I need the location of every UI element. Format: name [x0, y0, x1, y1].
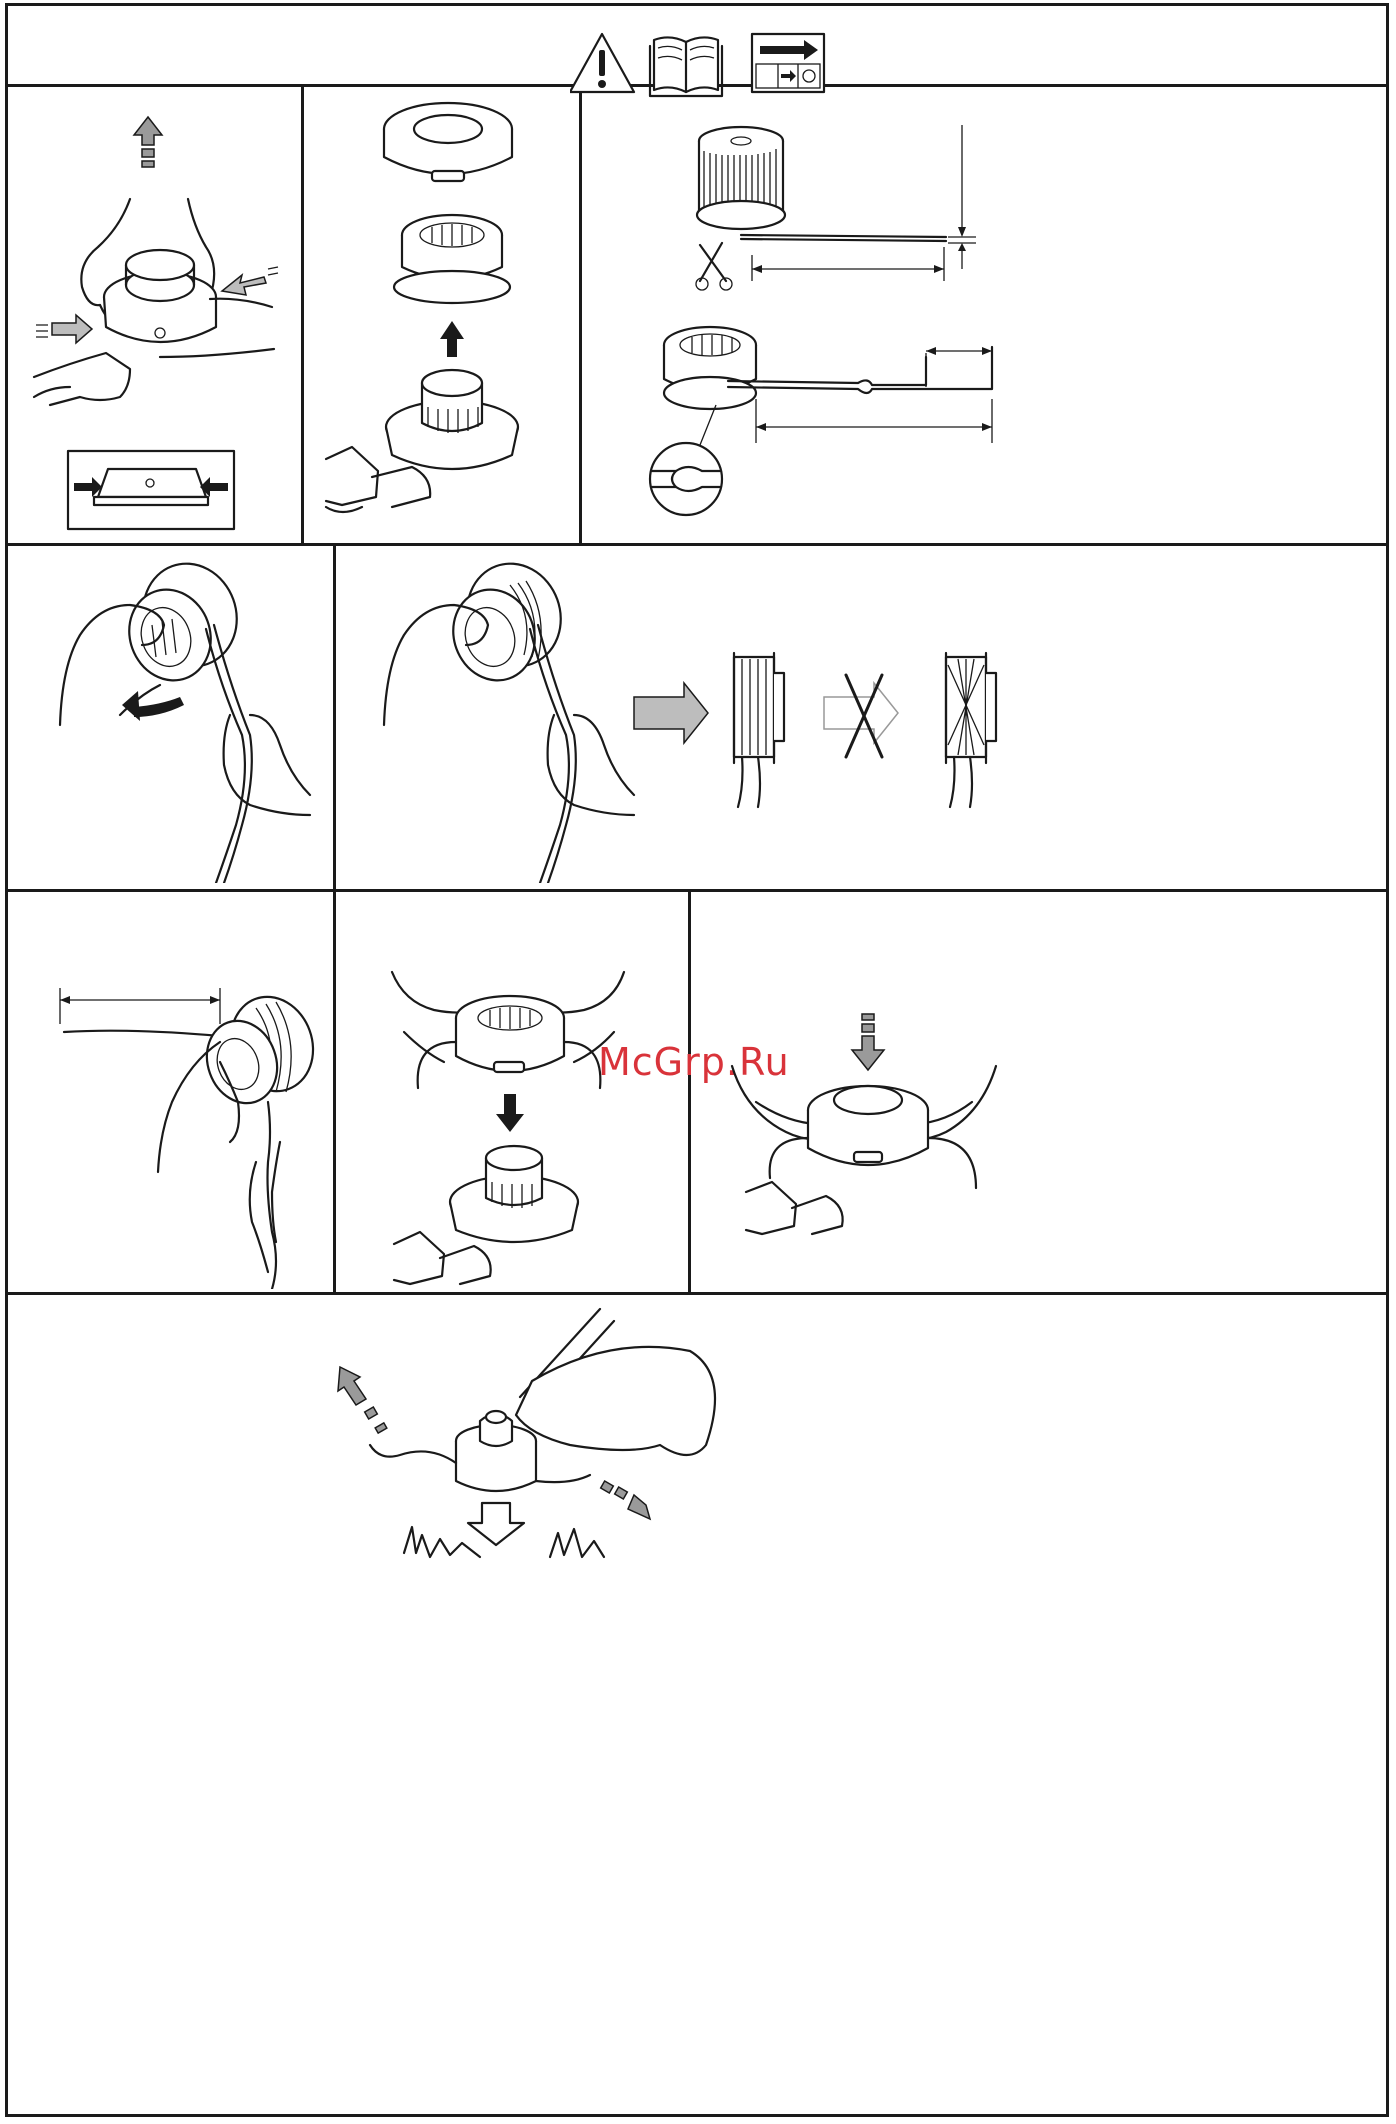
down-arrow-icon — [852, 1014, 884, 1070]
trimmer-head-icon — [386, 370, 518, 469]
spool-icon — [456, 996, 564, 1072]
up-arrow-icon — [440, 321, 464, 357]
dimension-icon — [60, 988, 220, 1024]
correct-arrow-icon — [634, 683, 708, 743]
trimmer-head-icon — [104, 250, 216, 342]
step-press-spool — [686, 892, 1384, 1289]
step-exploded-spool — [302, 87, 574, 540]
spool-icon — [117, 550, 251, 692]
instruction-sheet-icon — [752, 34, 824, 92]
step-cut-line — [576, 87, 1384, 540]
magnifier-detail-icon — [650, 405, 722, 515]
spool-icon — [441, 550, 575, 692]
step-tap-feed — [10, 1295, 1384, 2115]
scissors-icon — [696, 243, 732, 290]
up-arrow-icon — [134, 117, 162, 167]
down-arrow-icon — [496, 1094, 524, 1132]
spool-icon — [394, 215, 510, 303]
rotate-arrow-icon — [122, 691, 184, 721]
cover-icon — [384, 103, 512, 181]
spool-icon — [196, 985, 326, 1113]
down-arrow-icon — [468, 1503, 524, 1545]
step-remove-cover — [10, 87, 298, 540]
spool-icon — [664, 327, 756, 409]
line-reel-icon — [697, 127, 785, 229]
wrong-cross-icon — [824, 675, 898, 757]
step-wind-line-direction — [10, 545, 328, 883]
step-secure-line-end — [10, 892, 328, 1289]
spool-icon — [808, 1086, 928, 1165]
warning-icon — [570, 34, 634, 92]
spool-icon — [946, 653, 996, 807]
step-wind-line-even — [334, 545, 1384, 883]
step-mount-spool — [334, 892, 680, 1289]
trimmer-head-icon — [450, 1146, 578, 1242]
spool-icon — [734, 653, 784, 807]
